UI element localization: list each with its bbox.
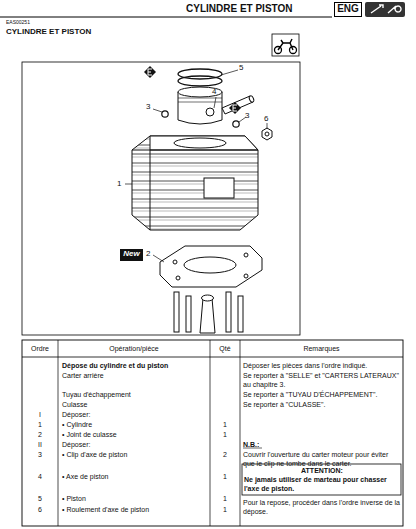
remark-warning: ATTENTION: xyxy=(243,466,401,475)
remark-warning: Ne jamais utiliser de marteau pour chass… xyxy=(244,475,400,493)
callout-number: 5 xyxy=(239,63,243,73)
section-tab: ENG xyxy=(334,2,362,17)
table-cell: 6 xyxy=(22,505,58,514)
callout-number: 2 xyxy=(146,249,150,259)
new-part-tag: New xyxy=(120,249,143,261)
cylinder xyxy=(132,136,258,230)
table-cell: 1 xyxy=(210,430,240,439)
table-header: Remarques xyxy=(240,344,403,353)
studs xyxy=(174,292,243,333)
table-header: Ordre xyxy=(22,344,58,353)
table-header: Opération/pièce xyxy=(58,344,210,353)
table-cell: Tuyau d'échappement xyxy=(62,390,208,399)
table-cell: • Cylindre xyxy=(62,420,208,429)
table-cell: Culasse xyxy=(62,400,208,409)
node-text: ENG xyxy=(337,3,359,14)
table-cell: 5 xyxy=(22,494,58,503)
page-title: CYLINDRE ET PISTON xyxy=(6,27,91,36)
remark-note: N.B.: xyxy=(243,440,401,449)
table-cell: Carter arrière xyxy=(62,371,208,380)
doc-code: EAS00251 xyxy=(6,19,30,25)
table-cell: 4 xyxy=(22,472,58,481)
table-cell: • Joint de culasse xyxy=(62,430,208,439)
table-cell: 1 xyxy=(210,420,240,429)
table-cell: I xyxy=(22,410,58,419)
table-cell: Dépose du cylindre et du piston xyxy=(62,361,208,370)
table-cell: • Roulement d'axe de piston xyxy=(62,505,208,514)
table-cell: Déposer: xyxy=(62,440,208,449)
tool-icon xyxy=(365,2,405,17)
table-cell: 3 xyxy=(22,450,58,459)
remark: Pour la repose, procéder dans l'ordre in… xyxy=(243,498,401,516)
table-cell: II xyxy=(22,440,58,449)
piston-pin xyxy=(222,95,255,114)
oil-symbol xyxy=(144,66,241,114)
header-title: CYLINDRE ET PISTON xyxy=(186,3,293,15)
table-cell: 2 xyxy=(22,430,58,439)
table-cell: 2 xyxy=(210,450,240,459)
remark: Déposer les pièces dans l'ordre indiqué. xyxy=(243,361,401,370)
piston-rings xyxy=(178,69,222,86)
callout-number: 4 xyxy=(212,87,216,97)
piston xyxy=(178,87,222,124)
pin-bearing xyxy=(262,128,272,140)
remark: Se reporter à "TUYAU D'ÉCHAPPEMENT". xyxy=(243,390,401,399)
table-cell: • Clip d'axe de piston xyxy=(62,450,208,459)
leader-line xyxy=(125,70,267,262)
head-gasket xyxy=(160,246,262,287)
piston-pin-clip xyxy=(233,121,239,127)
node-text: New xyxy=(123,249,139,258)
remark: Se reporter à "SELLE" et "CARTERS LATERA… xyxy=(243,371,401,389)
callout-number: 3 xyxy=(245,111,249,121)
remark: Se reporter à "CULASSE". xyxy=(243,400,401,409)
table-cell: 1 xyxy=(22,420,58,429)
callout-number: 3 xyxy=(146,102,150,112)
piston-pin-clip xyxy=(162,111,168,117)
table-cell: • Axe de piston xyxy=(62,472,208,481)
table-cell: Déposer: xyxy=(62,410,208,419)
remark: Couvrir l'ouverture du carter moteur pou… xyxy=(243,450,401,468)
callout-number: 6 xyxy=(264,114,268,124)
motorcycle-icon xyxy=(272,34,299,56)
table-cell: 1 xyxy=(210,494,240,503)
table-cell: • Piston xyxy=(62,494,208,503)
table-header: Qté xyxy=(210,344,240,353)
callout-number: 1 xyxy=(117,179,121,189)
parts-table xyxy=(22,340,403,526)
table-cell: 1 xyxy=(210,472,240,481)
table-cell: 1 xyxy=(210,505,240,514)
